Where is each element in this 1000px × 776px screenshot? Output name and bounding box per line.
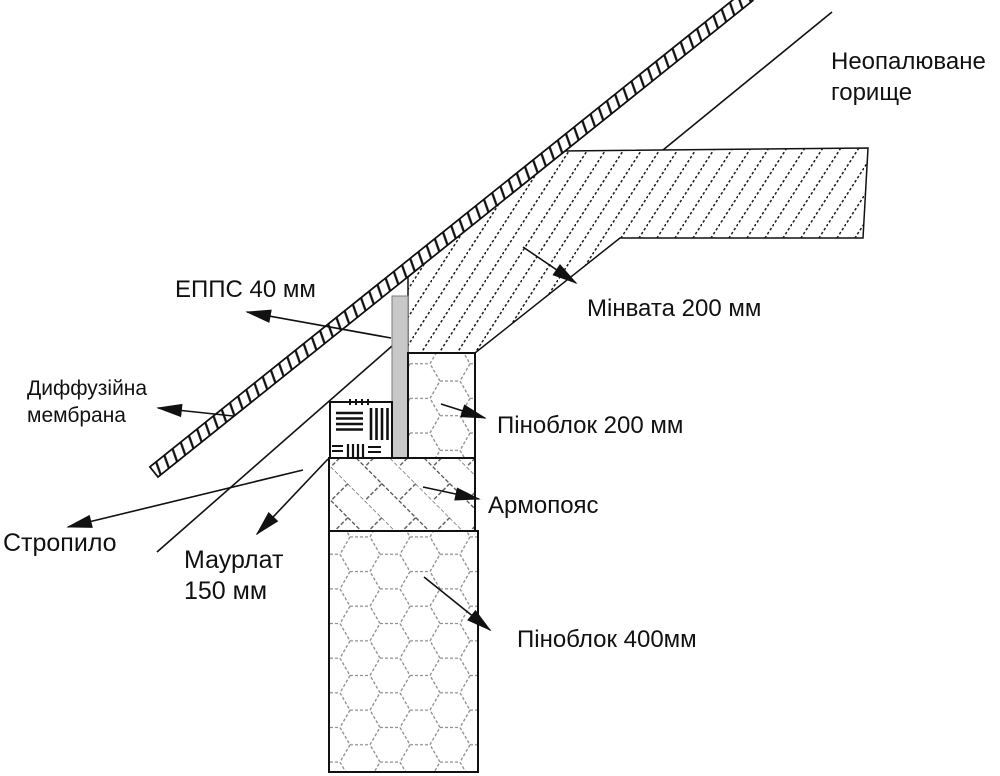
label-diffusion-membrane-line2: мембрана [27,404,126,427]
wood-grain-hatch [332,399,389,457]
leader-pinoblok400 [423,576,492,632]
armored-belt [328,457,476,532]
label-diffusion-membrane: Диффузійна мембрана [27,375,147,429]
leader-armopoyas [422,486,481,501]
label-unheated-attic-line2: горище [831,79,913,106]
epps-strip [391,295,409,459]
label-mauerlat-line1: Маурлат [184,546,284,574]
leader-minvata [522,246,578,285]
label-mauerlat: Маурлат 150 мм [184,545,283,607]
leader-pinoblok200 [440,403,487,419]
label-rafter: Стропило [3,529,117,557]
label-diffusion-membrane-line1: Диффузійна [27,377,148,400]
diffusion-membrane-band [148,0,754,479]
label-unheated-attic-line1: Неопалюване [831,48,986,75]
label-foam-block-400: Піноблок 400мм [517,626,697,653]
label-unheated-attic: Неопалюване горище [831,46,986,108]
label-epps: ЕППС 40 мм [175,276,316,303]
rafter-line-lower [156,345,393,553]
label-armored-belt: Армопояс [488,492,599,519]
rafter-line-upper [662,11,833,151]
label-mauerlat-line2: 150 мм [184,577,268,605]
leader-epps [245,309,392,339]
leader-maurlat [255,458,329,536]
leader-membrane [156,403,234,418]
foam-block-400 [328,530,479,773]
label-foam-block-200: Піноблок 200 мм [497,412,684,439]
mauerlat-block [329,399,393,459]
label-mineral-wool: Мінвата 200 мм [587,295,762,322]
foam-block-200 [407,352,476,459]
leader-stropilo [66,469,304,528]
